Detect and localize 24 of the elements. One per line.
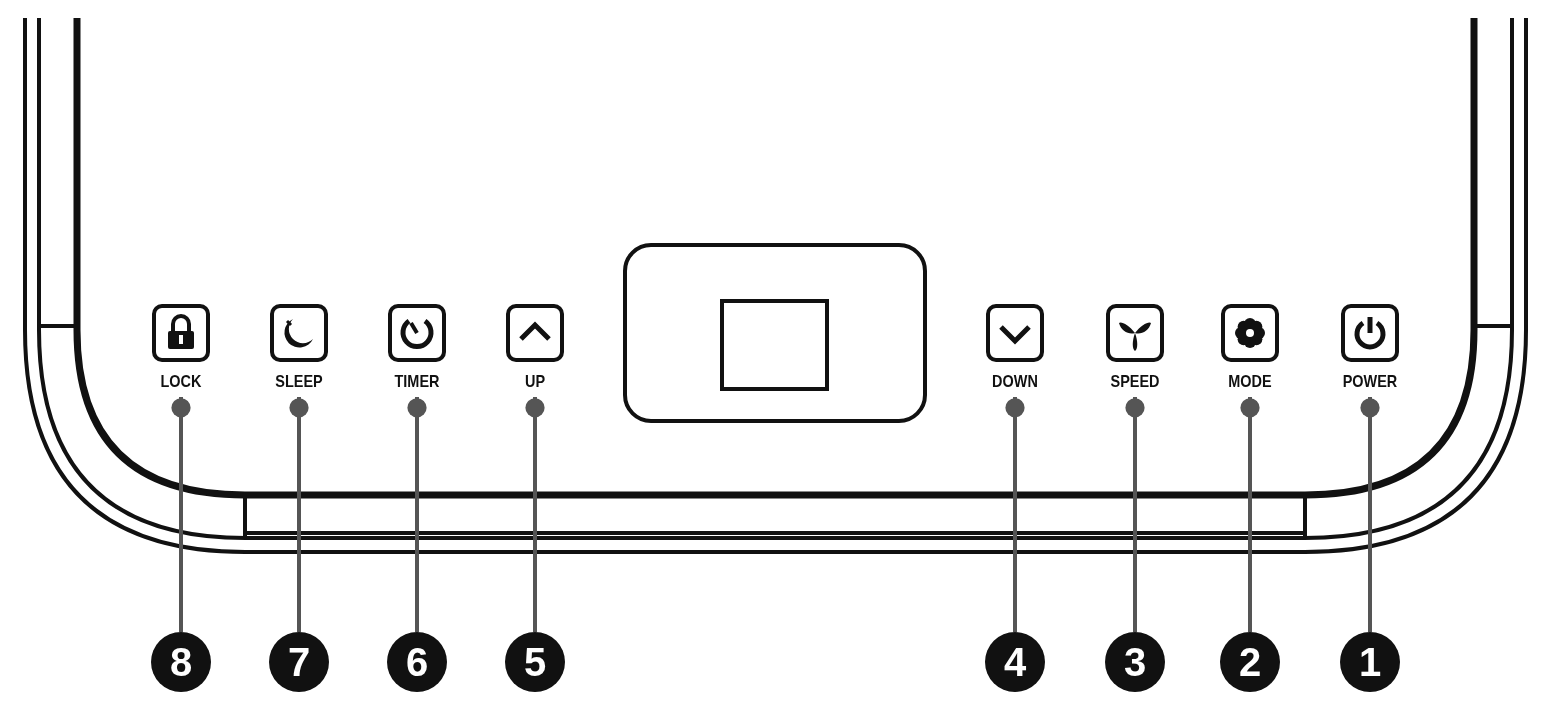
leader-line	[1360, 397, 1380, 632]
callout-number: 6	[387, 632, 447, 692]
callout-number: 3	[1105, 632, 1165, 692]
button-label: SPEED	[1109, 372, 1161, 392]
button-label: SLEEP	[274, 372, 324, 392]
leader-line	[1125, 397, 1145, 632]
leader-line	[525, 397, 545, 632]
button-label: DOWN	[991, 372, 1039, 392]
button-label: UP	[523, 372, 547, 392]
callout-number: 4	[985, 632, 1045, 692]
leader-line	[1240, 397, 1260, 632]
button-label: LOCK	[159, 372, 203, 392]
callout-number: 7	[269, 632, 329, 692]
callout-number: 5	[505, 632, 565, 692]
leader-line	[407, 397, 427, 632]
button-label: TIMER	[393, 372, 441, 392]
callout-number: 8	[151, 632, 211, 692]
leader-line	[1005, 397, 1025, 632]
callout-number: 2	[1220, 632, 1280, 692]
leader-line	[171, 397, 191, 632]
button-label: MODE	[1227, 372, 1273, 392]
callout-number: 1	[1340, 632, 1400, 692]
leader-line	[289, 397, 309, 632]
button-label: POWER	[1341, 372, 1399, 392]
